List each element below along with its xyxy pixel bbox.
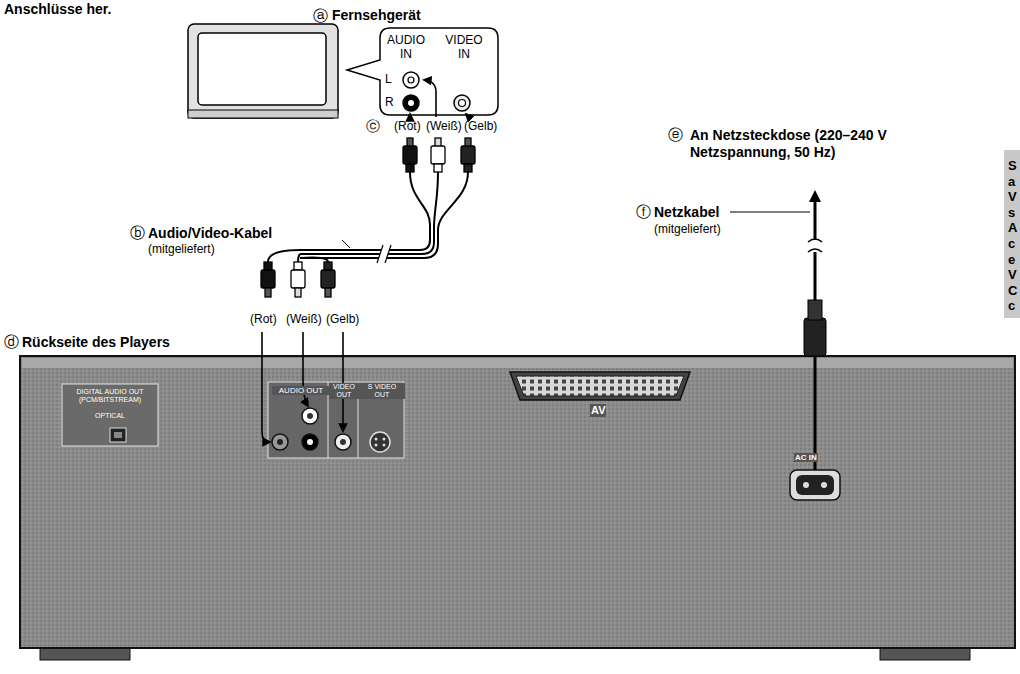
part-note: (mitgeliefert) [654,222,721,236]
leader-line [342,240,350,248]
callout-letter: ⓔ [668,126,683,144]
port-label: AUDIO OUT [272,386,330,395]
rear-panel: DIGITAL AUDIO OUT (PCM/BITSTREAM) OPTICAL… [20,356,1015,648]
part-note: (mitgeliefert) [148,242,215,256]
color-label: (Rot) [394,119,421,133]
note-text: S a V s A c e V C c [1008,158,1020,314]
color-label: (Gelb) [464,119,497,133]
jack-label: AUDIO IN [382,34,430,62]
color-label: (Weiß) [426,119,462,133]
port-label: VIDEO OUT [329,383,359,399]
port-label: OPTICAL [66,412,154,420]
channel-label: R [385,96,394,110]
av-cable [268,172,468,262]
cable-plugs-bottom [261,262,335,297]
channel-label: L [385,73,392,87]
side-note-box: S a V s A c e V C c [1004,150,1020,318]
port-label: AC IN [794,453,818,462]
plug-arrows [410,80,470,118]
player-rear-panel [20,356,1015,660]
part-name: Fernsehgerät [332,7,421,24]
power-cable [730,190,826,470]
part-name: Rückseite des Players [22,334,170,351]
color-label: (Rot) [250,312,277,326]
cable-plugs-top [403,138,475,172]
port-label: S VIDEO OUT [359,383,405,399]
part-name: Netzkabel [654,204,719,221]
color-label: (Weiß) [286,312,322,326]
cable-break [377,245,391,263]
part-name: Audio/Video-Kabel [148,225,272,242]
port-label: DIGITAL AUDIO OUT (PCM/BITSTREAM) [66,388,154,404]
jack-label: VIDEO IN [438,34,490,62]
jack-callout [347,28,498,115]
part-name: An Netzsteckdose (220–240 V Netzspannung… [690,127,890,161]
tv-set [188,24,338,118]
color-label: (Gelb) [326,312,359,326]
callout-letter: ⓑ [130,224,145,242]
callout-letter: ⓕ [636,203,651,221]
callout-letter: ⓓ [4,333,19,351]
callout-letter: ⓒ [366,118,380,135]
jack-panel: AUDIO IN VIDEO IN LR [380,28,498,115]
callout-letter: ⓐ [313,7,328,25]
intro-text: Anschlüsse her. [4,1,111,18]
port-label: AV [590,404,606,417]
